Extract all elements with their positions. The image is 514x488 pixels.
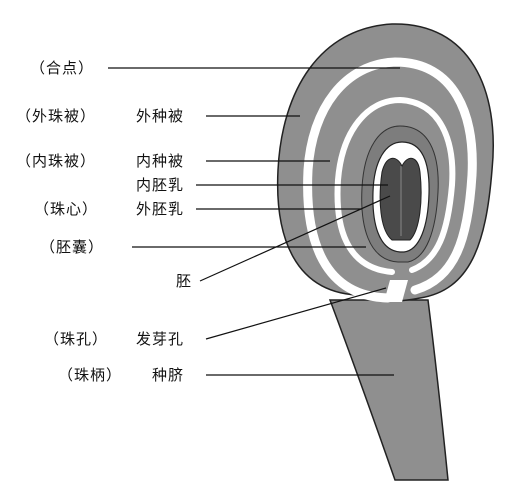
label-funiculus: （珠柄）: [58, 366, 123, 384]
label-inner-seed-coat: 内种被: [136, 152, 185, 170]
label-inner-integument: （内珠被）: [16, 152, 97, 170]
label-micropyle: （珠孔）: [44, 330, 109, 348]
label-embryo-sac: （胚囊）: [40, 238, 105, 256]
label-perisperm: 外胚乳: [136, 200, 185, 218]
leader-germination-pore: [205, 287, 387, 340]
label-embryo: 胚: [176, 272, 193, 290]
funiculus-stalk: [328, 299, 449, 481]
outer-gap: [303, 57, 477, 303]
label-chalaza: （合点）: [30, 59, 95, 77]
leader-lines: [108, 67, 400, 376]
label-germination-pore: 发芽孔: [136, 330, 185, 348]
label-outer-seed-coat: 外种被: [136, 107, 185, 125]
label-nucellus: （珠心）: [34, 200, 99, 218]
label-endosperm: 内胚乳: [136, 176, 185, 194]
micropyle-opening: [384, 280, 408, 302]
leader-embryo: [199, 195, 391, 282]
label-outer-integument: （外珠被）: [16, 107, 97, 125]
inner-gap: [334, 96, 456, 275]
label-hilum: 种脐: [152, 366, 185, 384]
